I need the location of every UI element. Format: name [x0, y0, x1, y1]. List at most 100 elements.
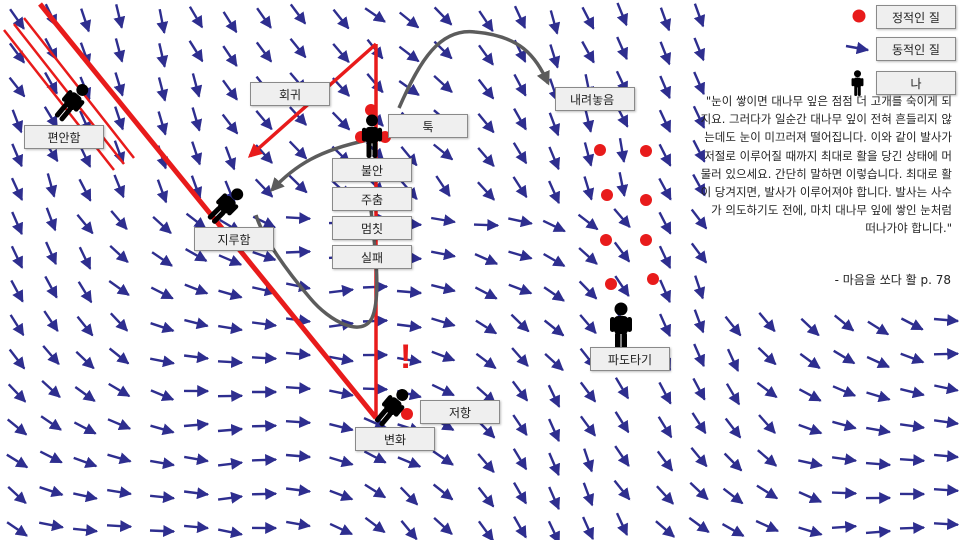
dynamic-qi-arrow — [477, 147, 495, 168]
dynamic-qi-arrow — [218, 288, 243, 301]
dynamic-qi-arrow — [548, 180, 560, 205]
dynamic-qi-arrow — [755, 519, 779, 533]
static-qi-dot — [640, 194, 652, 206]
dynamic-qi-arrow — [543, 286, 565, 302]
dynamic-qi-arrow — [73, 456, 98, 469]
dynamic-qi-arrow — [692, 173, 706, 197]
dynamic-qi-arrow — [548, 418, 560, 443]
dynamic-qi-arrow — [833, 314, 855, 332]
dynamic-qi-arrow — [397, 456, 422, 469]
dynamic-qi-arrow — [10, 177, 24, 201]
dynamic-qi-arrow — [156, 179, 169, 204]
dynamic-qi-arrow — [477, 181, 495, 201]
dynamic-qi-arrow — [149, 525, 176, 538]
dynamic-qi-arrow — [433, 6, 453, 26]
letting-go-label: 내려놓음 — [555, 87, 635, 111]
dynamic-qi-arrow — [433, 517, 453, 535]
failure-label: 실패 — [332, 245, 412, 269]
dynamic-qi-arrow — [332, 43, 350, 64]
dynamic-qi-arrow — [659, 7, 672, 32]
dynamic-qi-arrow — [832, 419, 857, 432]
dynamic-qi-arrow — [400, 145, 418, 167]
change-label: 변화 — [355, 427, 435, 451]
legend-static-qi-label: 정적인 질 — [876, 5, 956, 29]
dynamic-qi-arrow — [614, 411, 630, 434]
dynamic-qi-arrow — [548, 112, 561, 137]
dynamic-qi-arrow — [615, 512, 629, 536]
dynamic-qi-arrow — [39, 450, 63, 464]
dynamic-qi-arrow — [10, 279, 24, 303]
dynamic-qi-arrow — [222, 45, 238, 67]
dynamic-qi-arrow — [899, 454, 926, 467]
dynamic-qi-arrow — [398, 45, 420, 63]
dynamic-qi-arrow — [865, 525, 892, 538]
dynamic-qi-arrow — [475, 319, 498, 335]
dynamic-qi-arrow — [190, 73, 203, 98]
dynamic-qi-arrow — [113, 174, 126, 199]
dynamic-qi-arrow — [432, 143, 454, 161]
dynamic-qi-arrow — [184, 283, 209, 296]
dynamic-qi-arrow — [328, 284, 355, 297]
dynamic-qi-arrow — [798, 525, 823, 538]
dynamic-qi-arrow — [77, 281, 93, 304]
dynamic-qi-arrow — [582, 108, 595, 133]
dynamic-qi-arrow — [43, 106, 59, 129]
dynamic-qi-arrow — [658, 211, 672, 235]
dynamic-qi-arrow — [113, 38, 126, 63]
dynamic-qi-arrow — [185, 212, 207, 230]
dynamic-qi-arrow — [900, 317, 924, 331]
dynamic-qi-arrow — [329, 455, 354, 468]
dynamic-qi-arrow — [396, 286, 423, 299]
dynamic-qi-arrow — [251, 352, 278, 365]
static-qi-dots — [355, 88, 659, 420]
dynamic-qi-arrow — [8, 42, 26, 64]
dynamic-qi-arrow — [578, 247, 598, 265]
dynamic-qi-arrow — [616, 171, 629, 197]
dynamic-qi-arrow — [658, 109, 672, 133]
static-qi-dot — [640, 145, 652, 157]
dynamic-qi-arrow — [657, 416, 673, 439]
dynamic-qi-arrow — [251, 419, 278, 432]
dynamic-qi-arrow — [512, 448, 528, 471]
dynamic-qi-arrow — [396, 354, 422, 367]
dynamic-qi-arrow — [8, 348, 26, 370]
dynamic-qi-arrow — [547, 520, 560, 540]
dynamic-qi-arrow — [156, 77, 169, 102]
dynamic-qi-arrow — [548, 10, 561, 35]
dynamic-qi-arrow — [690, 208, 708, 230]
dynamic-qi-arrow — [478, 44, 494, 66]
dynamic-qi-arrow — [477, 520, 495, 540]
dynamic-qi-arrow — [107, 418, 132, 430]
dynamic-qi-arrow — [183, 521, 210, 534]
dynamic-qi-arrow — [332, 8, 350, 30]
dynamic-qi-arrow — [109, 245, 129, 263]
dynamic-qi-arrow — [692, 105, 706, 129]
dynamic-qi-arrow — [152, 216, 172, 234]
comfort-line — [3, 29, 115, 171]
dynamic-qi-arrow — [39, 485, 64, 498]
dynamic-qi-arrow — [285, 245, 312, 258]
dynamic-qi-arrow — [933, 347, 960, 360]
dynamic-qi-arrow — [692, 377, 706, 401]
dynamic-qi-arrow — [433, 75, 453, 93]
dynamic-qi-arrow — [474, 286, 498, 300]
dynamic-qi-arrow — [933, 484, 960, 497]
dynamic-qi-arrow — [74, 386, 96, 402]
dynamic-qi-arrow — [285, 212, 312, 225]
dynamic-qi-arrow — [41, 380, 61, 398]
dynamic-qi-arrow — [724, 315, 742, 337]
dynamic-qi-arrow — [217, 491, 244, 504]
dynamic-qi-arrow — [659, 313, 671, 338]
dynamic-qi-arrow — [431, 282, 456, 295]
dynamic-qi-arrow — [833, 349, 856, 365]
dynamic-qi-arrow — [758, 312, 776, 333]
dynamic-qi-arrow — [800, 317, 820, 337]
dynamic-qi-arrow — [78, 178, 92, 202]
dynamic-qi-arrow — [150, 389, 175, 402]
dynamic-qi-arrow — [582, 448, 595, 473]
dynamic-qi-arrow — [933, 450, 960, 463]
dynamic-qi-arrow — [75, 350, 95, 370]
hesitation-label: 주춤 — [332, 187, 412, 211]
dynamic-qi-arrow — [329, 387, 354, 400]
dynamic-qi-arrow — [9, 8, 25, 30]
